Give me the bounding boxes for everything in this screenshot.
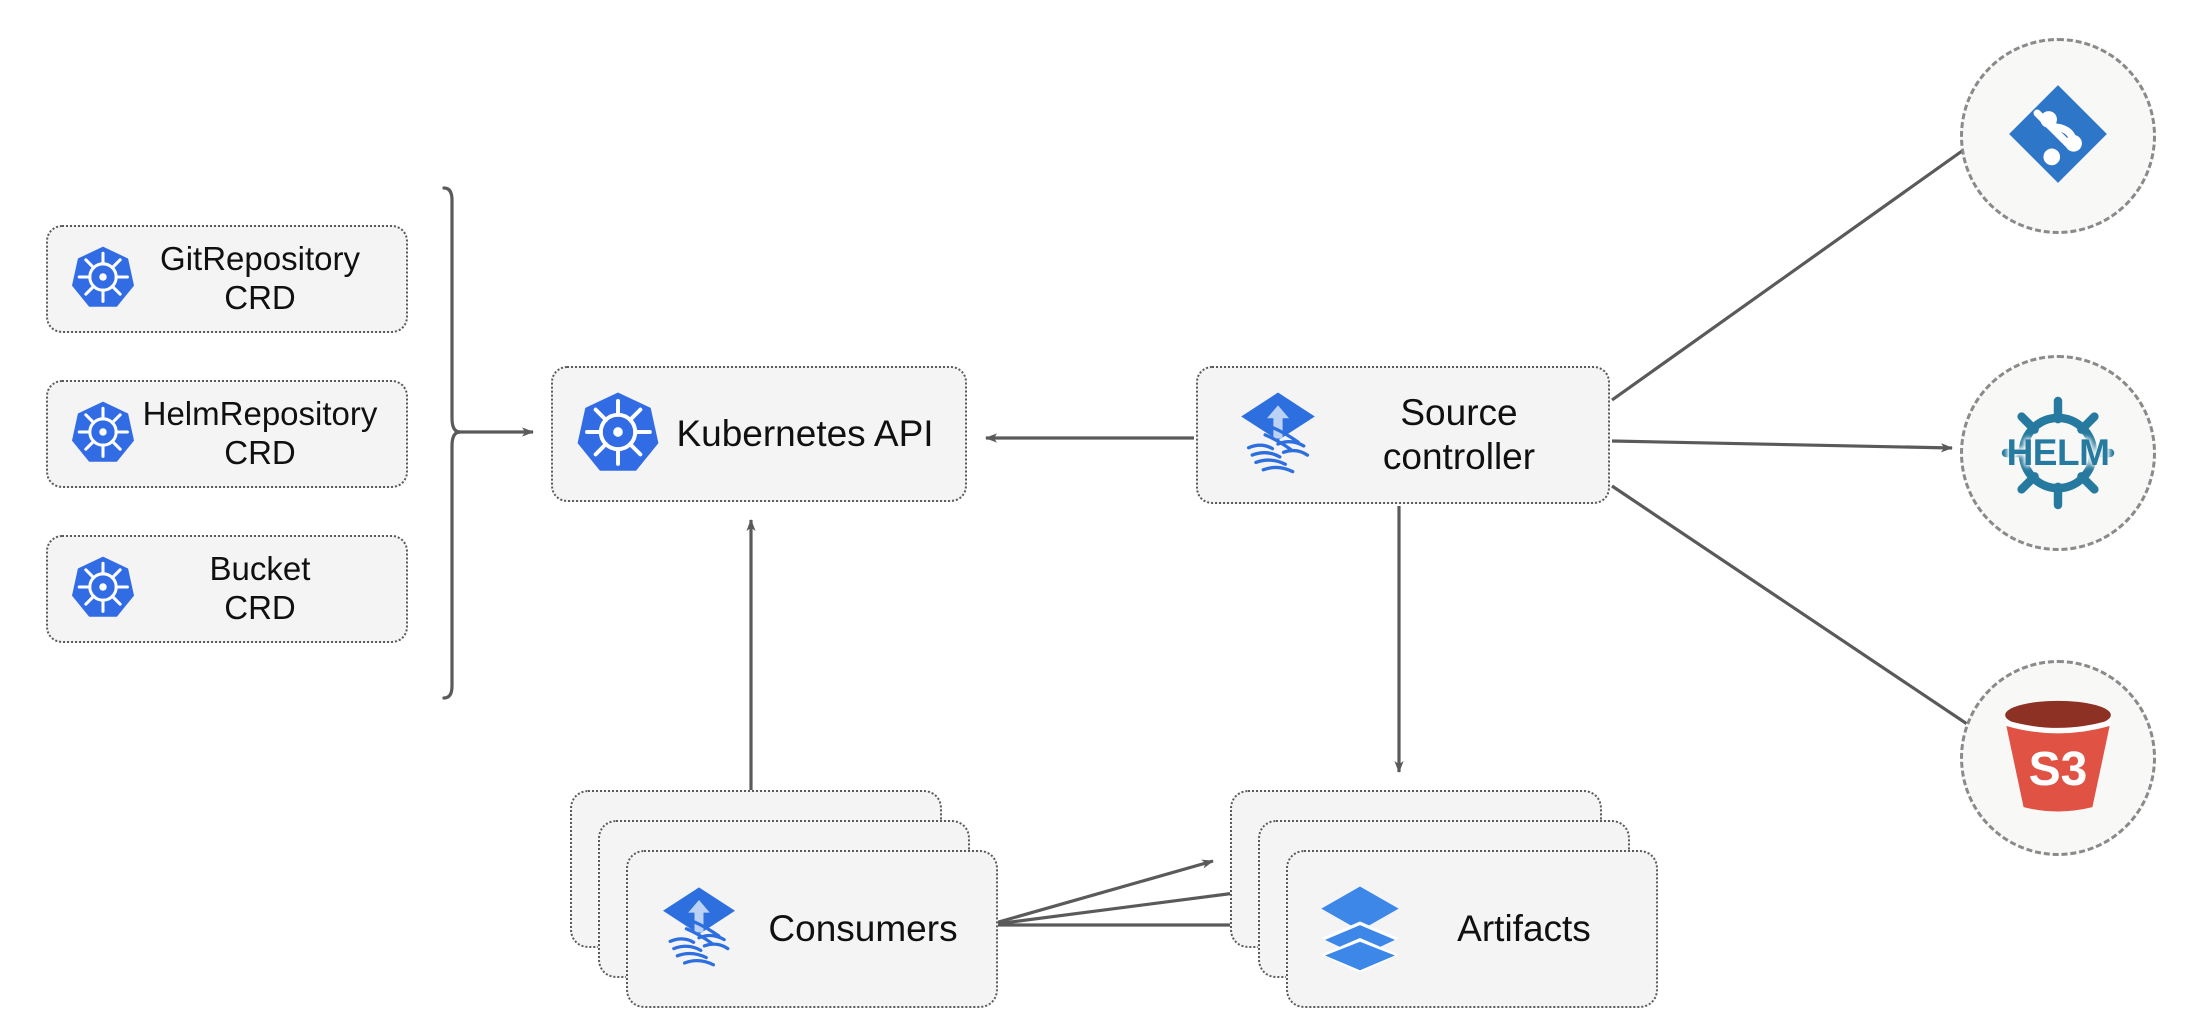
artifacts-box[interactable]: Artifacts [1286,850,1658,1008]
bucket-crd-box[interactable]: Bucket CRD [46,535,408,643]
layers-icon [1314,881,1406,978]
edge-source-controller-to-helm [1611,439,1953,453]
s3-wordmark: S3 [2028,742,2088,796]
git-source-circle[interactable] [1960,38,2156,234]
bucket-crd-label: Bucket CRD [209,550,311,626]
artifacts-label: Artifacts [1457,908,1591,949]
git-icon [2006,82,2110,191]
edge-source-controller-to-git [1611,127,1994,402]
helm-source-circle[interactable]: HELM [1960,355,2156,551]
consumers-box[interactable]: Consumers [626,850,998,1008]
kubernetes-icon [70,399,136,470]
s3-icon: S3 [1996,699,2120,817]
flux-icon [654,882,744,977]
git-repository-crd-label: GitRepository CRD [160,240,360,316]
source-controller-box[interactable]: Source controller [1196,366,1610,504]
kubernetes-api-box[interactable]: Kubernetes API [551,366,967,502]
kubernetes-icon [70,244,136,315]
edge-source-controller-to-s3 [1611,484,1989,740]
helm-repository-crd-box[interactable]: HelmRepository CRD [46,380,408,488]
consumers-label: Consumers [768,908,958,949]
kubernetes-api-label: Kubernetes API [676,413,934,455]
kubernetes-icon [575,389,661,480]
helm-icon: HELM [1993,388,2123,518]
flux-icon [1232,387,1324,484]
helm-wordmark: HELM [2006,432,2110,473]
source-controller-label: Source controller [1382,392,1536,477]
crd-bracket [442,186,534,700]
kubernetes-icon [70,554,136,625]
helm-repository-crd-label: HelmRepository CRD [142,395,378,471]
s3-source-circle[interactable]: S3 [1960,660,2156,856]
git-repository-crd-box[interactable]: GitRepository CRD [46,225,408,333]
